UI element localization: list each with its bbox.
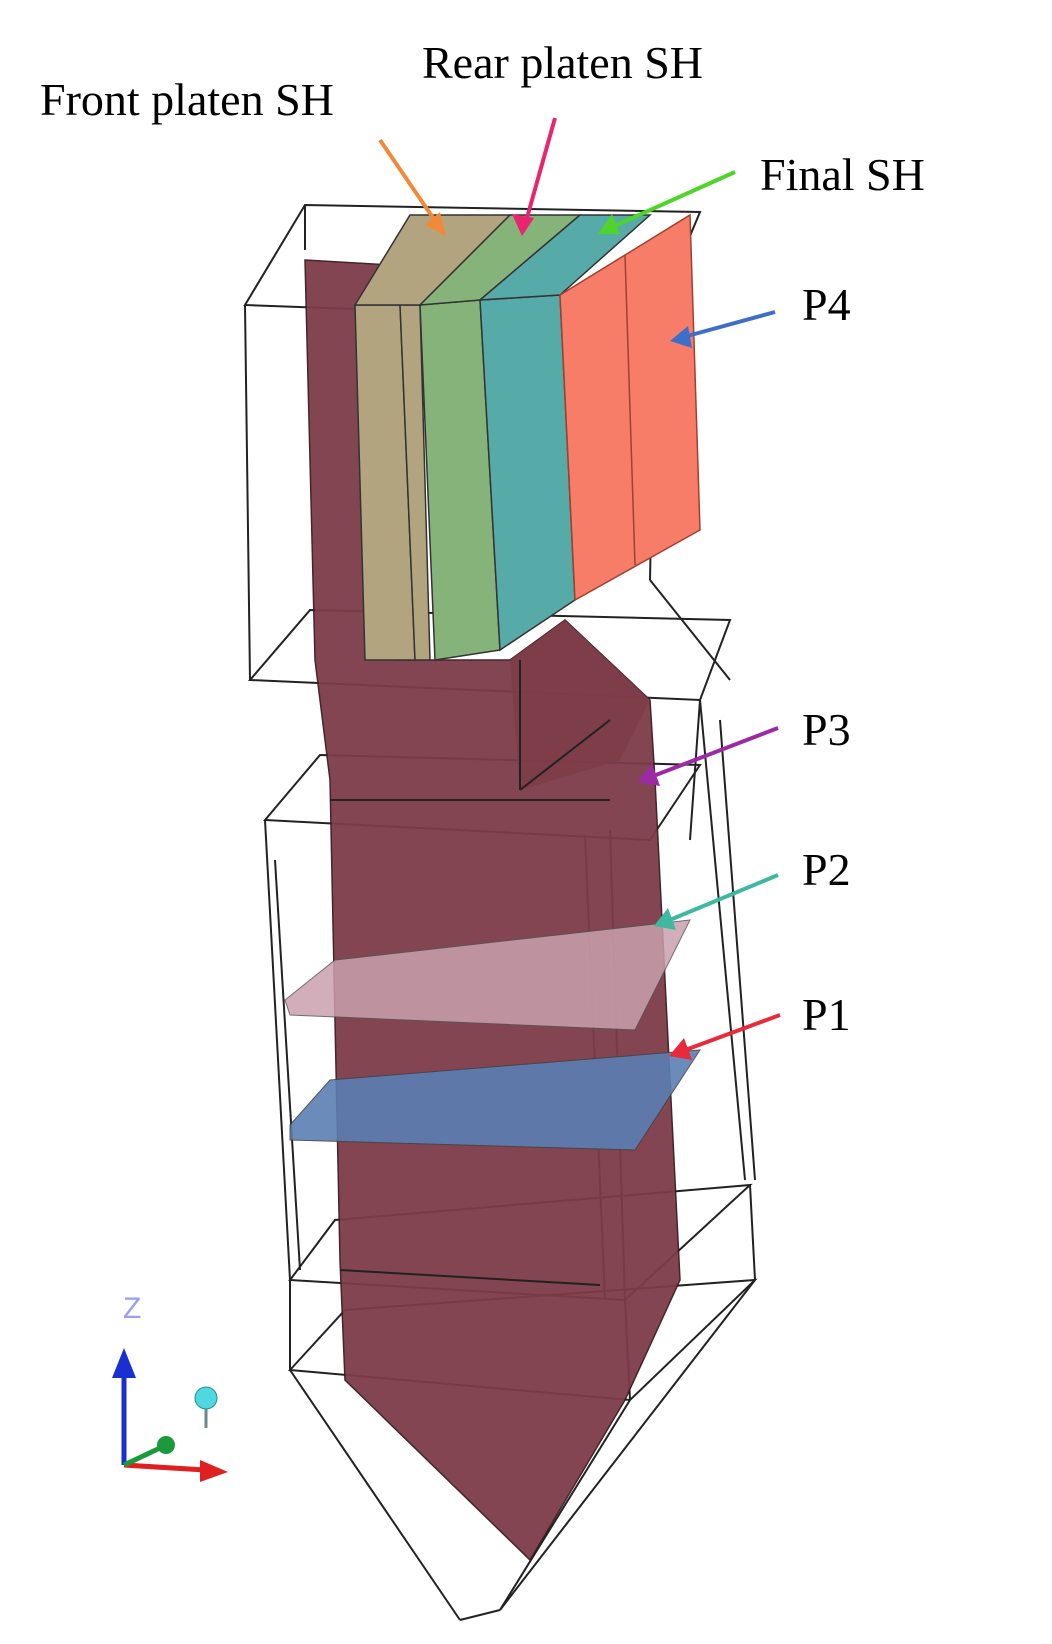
- axis-x-line: [123, 1462, 206, 1473]
- axis-z-label: Z: [123, 1292, 141, 1325]
- axis-x-arrowhead: [200, 1460, 228, 1482]
- p4-arrow: [670, 310, 776, 348]
- final-sh-top: [477, 214, 652, 301]
- rear-platen-arrow: [512, 117, 557, 236]
- furnace-wall-shape: [304, 259, 681, 1562]
- label-p1: P1: [802, 989, 851, 1040]
- final-sh-arrow: [598, 170, 736, 234]
- p2-arrow: [654, 873, 779, 930]
- p2-plane: [284, 919, 691, 1031]
- axis-y-marker: [157, 1436, 175, 1454]
- rear-platen-sh: [418, 214, 583, 661]
- label-p4: P4: [802, 279, 851, 330]
- label-p3: P3: [802, 704, 851, 755]
- p3-arrow: [637, 726, 779, 786]
- axis-z-arrowhead: [112, 1348, 136, 1378]
- furnace-wall: [304, 259, 681, 1562]
- final-sh: [477, 214, 652, 652]
- p4-panel: [559, 213, 701, 602]
- label-p2: P2: [802, 844, 851, 895]
- label-rear-platen-sh: Rear platen SH: [422, 37, 703, 88]
- label-front-platen-sh: Front platen SH: [40, 74, 334, 125]
- axis-triad: Z: [112, 1292, 228, 1482]
- view-orientation-icon: [194, 1386, 218, 1410]
- axis-y-line: [122, 1445, 162, 1468]
- front-platen-sh: [353, 214, 512, 661]
- front-platen-arrow: [378, 138, 446, 236]
- label-final-sh: Final SH: [760, 149, 925, 200]
- pointer-arrows: [378, 117, 781, 1060]
- furnace-wall-side: [510, 620, 650, 790]
- p1-plane: [289, 1049, 701, 1151]
- p1-arrow: [669, 1013, 781, 1060]
- labels: Front platen SH Rear platen SH Final SH …: [40, 37, 925, 1040]
